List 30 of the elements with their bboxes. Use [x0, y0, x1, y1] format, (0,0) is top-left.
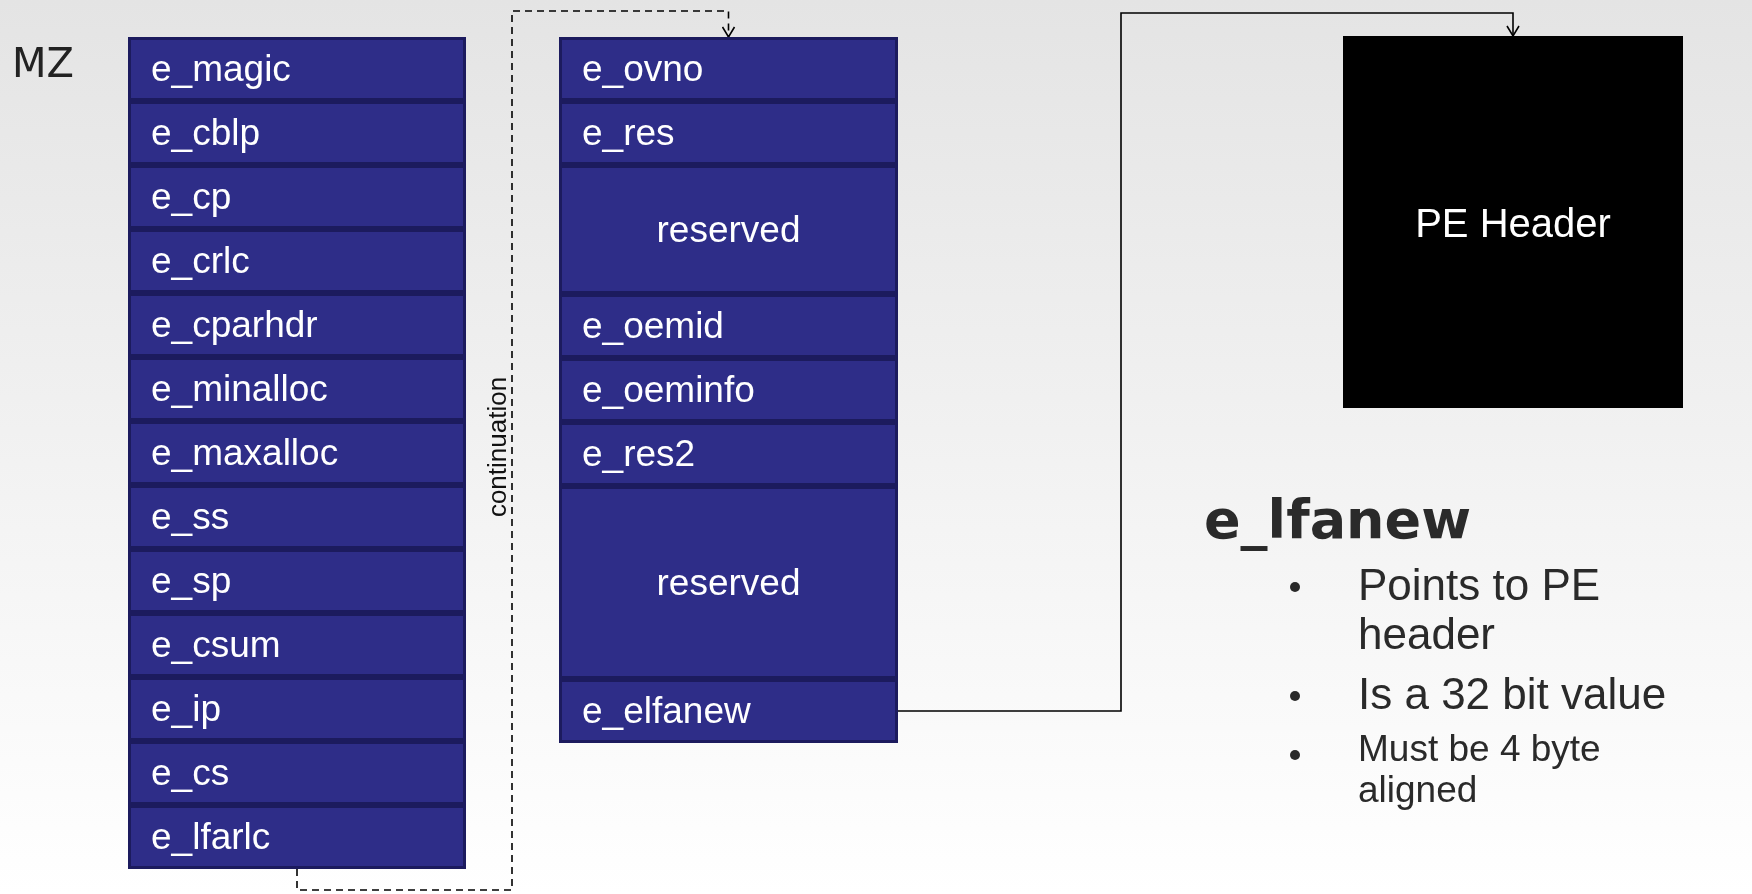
- field-row: e_res: [559, 101, 898, 165]
- field-row: e_maxalloc: [128, 421, 466, 485]
- arrow: [897, 12, 1520, 712]
- header-block: PE Header: [1343, 36, 1683, 408]
- field-row: e_ss: [128, 485, 466, 549]
- field-row: e_minalloc: [128, 357, 466, 421]
- field-row: e_sp: [128, 549, 466, 613]
- field-row: e_cparhdr: [128, 293, 466, 357]
- field-row: e_res2: [559, 422, 898, 486]
- bullet-text: Must be 4 byte aligned: [1358, 727, 1602, 811]
- field-row: reserved: [559, 486, 898, 679]
- bullet-text: Points to PE header: [1358, 560, 1602, 659]
- field-heading: e_lfanew: [1204, 488, 1472, 551]
- field-row: e_lfarlc: [128, 805, 466, 869]
- dashed-arrow: [296, 10, 736, 891]
- edge-label: continuation: [481, 376, 513, 518]
- field-row: e_cp: [128, 165, 466, 229]
- field-row: e_crlc: [128, 229, 466, 293]
- field-row: e_ip: [128, 677, 466, 741]
- field-row: e_csum: [128, 613, 466, 677]
- field-row: e_magic: [128, 37, 466, 101]
- bullet-text: Is a 32 bit value: [1358, 668, 1668, 718]
- field-row: reserved: [559, 165, 898, 294]
- field-row: e_ovno: [559, 37, 898, 101]
- field-row: e_oemid: [559, 294, 898, 358]
- signature-label: MZ: [12, 40, 74, 86]
- field-row: e_oeminfo: [559, 358, 898, 422]
- field-row: e_cblp: [128, 101, 466, 165]
- field-row: e_cs: [128, 741, 466, 805]
- field-row: e_elfanew: [559, 679, 898, 743]
